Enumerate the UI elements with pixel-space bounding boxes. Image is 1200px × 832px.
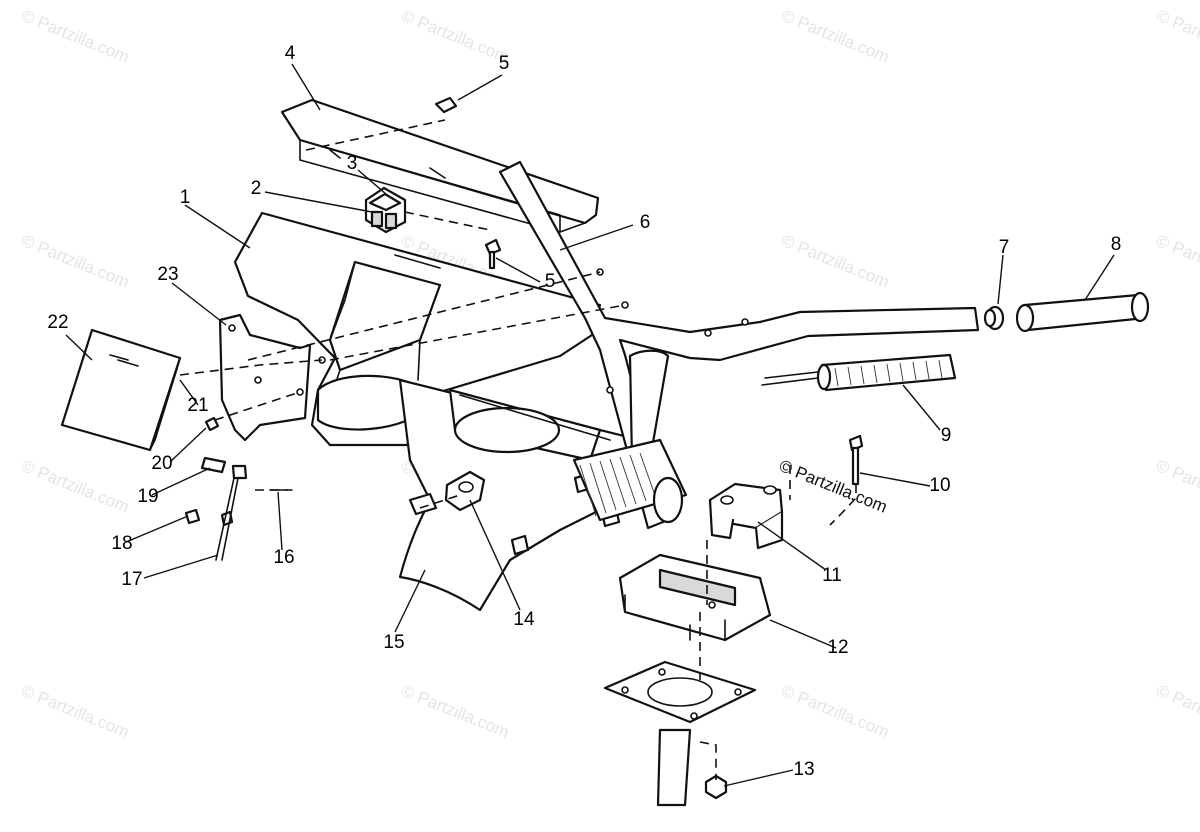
- part-12-lower-clamp[interactable]: [618, 553, 772, 642]
- callout-13: 13: [793, 759, 814, 780]
- callout-8: 8: [1111, 234, 1122, 255]
- watermark: © Partzilla.com: [19, 456, 132, 517]
- callout-19: 19: [137, 486, 158, 507]
- callout-labels: 1 2 3 4 5 5 6 7 8 9 10 11 12 13 14 15 16…: [47, 43, 1121, 780]
- watermark: © Partzilla.com: [779, 681, 892, 742]
- part-9-heated-grip[interactable]: [761, 353, 957, 392]
- watermark: © Partzilla.com: [399, 681, 512, 742]
- part-4-top-cover[interactable]: [280, 98, 600, 233]
- watermark: © Partzilla.com: [19, 231, 132, 292]
- callout-3: 3: [347, 153, 358, 174]
- callout-4: 4: [285, 43, 296, 64]
- callout-9: 9: [941, 425, 952, 446]
- callout-1: 1: [180, 187, 191, 208]
- callout-23: 23: [157, 264, 178, 285]
- callout-22: 22: [47, 312, 68, 333]
- watermark: © Partzilla.com: [1154, 231, 1200, 292]
- part-13-steering-plate[interactable]: [603, 660, 757, 807]
- callout-2: 2: [251, 178, 262, 199]
- callout-7: 7: [999, 237, 1010, 258]
- part-11-upper-clamp[interactable]: [708, 482, 784, 550]
- part-8-grip[interactable]: [1015, 291, 1150, 333]
- callout-15: 15: [383, 632, 404, 653]
- callout-11: 11: [822, 565, 842, 586]
- part-10-bolt[interactable]: [848, 434, 864, 486]
- watermark: © Partzilla.com: [19, 681, 132, 742]
- part-7-bar-end[interactable]: [983, 305, 1005, 331]
- callout-10: 10: [929, 475, 950, 496]
- callout-5-top: 5: [499, 53, 510, 74]
- watermark: © Partzilla.com: [1154, 681, 1200, 742]
- watermark: © Partzilla.com: [1154, 6, 1200, 67]
- callout-16: 16: [273, 547, 294, 568]
- watermark: © Partzilla.com: [399, 6, 512, 67]
- part-14-bushing[interactable]: [444, 470, 486, 512]
- part-3-switch[interactable]: [364, 186, 407, 234]
- part-6-handlebar[interactable]: [498, 160, 980, 530]
- watermark: © Partzilla.com: [779, 231, 892, 292]
- inline-watermark: © Partzilla.com: [777, 456, 890, 517]
- callout-17: 17: [121, 569, 142, 590]
- callout-21: 21: [187, 395, 208, 416]
- hardware-screws[interactable]: [184, 96, 502, 561]
- watermark: © Partzilla.com: [1154, 456, 1200, 517]
- part-1-headlight-pod[interactable]: [233, 211, 629, 447]
- callout-20: 20: [151, 453, 172, 474]
- callout-5-mid: 5: [545, 271, 556, 292]
- callout-6: 6: [640, 212, 651, 233]
- leader-lines: [65, 63, 1115, 787]
- assembly-lines: [179, 119, 857, 780]
- part-23-headlight-bracket[interactable]: [218, 313, 312, 442]
- callout-18: 18: [111, 533, 132, 554]
- watermark: © Partzilla.com: [779, 6, 892, 67]
- callout-14: 14: [513, 609, 535, 630]
- callout-12: 12: [827, 637, 848, 658]
- watermark: © Partzilla.com: [19, 6, 132, 67]
